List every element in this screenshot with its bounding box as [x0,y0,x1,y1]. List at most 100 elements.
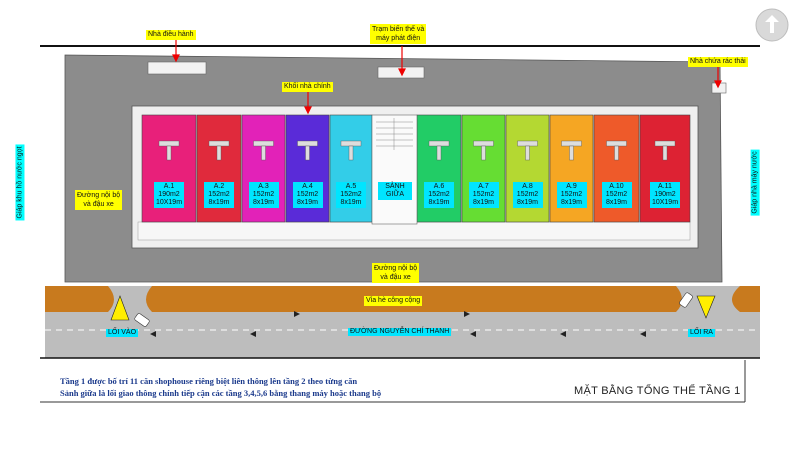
unit-column-shape [216,145,222,161]
unit-id: A.10 [609,183,624,190]
unit-stair-shape [340,140,362,147]
unit-area: 152m2 [208,191,230,198]
entrance-arrow-icon [110,295,130,321]
unit-column-shape [525,145,530,161]
unit-dim: 8x19m [340,199,362,206]
unit-dim: 8x19m [252,199,274,206]
internal-road-bottom-line2: và đậu xe [380,274,411,281]
unit-column-shape [436,145,442,161]
internal-road-left-line1: Đường nội bộ [77,192,121,199]
unit-stair-shape [606,140,627,147]
unit-stair-shape [297,140,318,147]
unit-id: A.9 [566,183,577,190]
unit-dim: 10X19m [155,199,183,206]
unit-area: 152m2 [605,191,628,198]
lobby-label: SẢNH GIỮA [378,182,412,200]
unit-dim: 8x19m [605,199,627,206]
unit-area: 152m2 [516,191,539,198]
unit-dim: 8x19m [428,199,450,206]
unit-id: A.8 [522,183,533,190]
unit-area: 152m2 [252,191,275,198]
entrance-label: LỐI VÀO [106,329,139,337]
unit-id: A.6 [433,183,445,190]
unit-dim: 8x19m [516,199,538,206]
car-icon [134,313,150,327]
unit-stair-shape [473,140,494,147]
internal-road-left-label: Đường nội bộ và đậu xe [75,190,123,210]
caption-line2: Sảnh giữa là lối giao thông chính tiếp c… [60,388,382,398]
main-block-label: Khối nhà chính [282,82,333,92]
unit-id: A.1 [163,183,175,190]
unit-column-shape [614,145,619,161]
car-icon [679,292,693,308]
unit-area: 152m2 [296,191,319,198]
unit-dim: 8x19m [296,199,318,206]
unit-column-shape [662,145,668,161]
unit-id: A.3 [258,183,269,190]
transformer-label-line1: Trạm biến thế và [372,26,425,33]
admin-building-shape [147,61,207,75]
transformer-label: Trạm biến thế và máy phát điện [370,24,427,44]
unit-area: 152m2 [472,191,495,198]
unit-id: A.2 [213,183,225,190]
unit-id: A.4 [302,183,313,190]
unit-dim: 10X19m [651,199,679,206]
lobby-stairs [376,118,413,150]
unit-area: 190m2 [654,191,676,198]
exit-label: LỐI RA [688,329,715,337]
admin-building-label: Nhà điều hành [146,30,196,40]
caption-line1: Tầng 1 được bố trí 11 căn shophouse riên… [60,376,358,386]
unit-stair-shape [253,140,274,147]
unit-area: 190m2 [158,191,180,198]
unit-column-shape [305,145,310,161]
internal-road-left-line2: và đậu xe [83,201,114,208]
unit-stair-shape [517,140,538,147]
unit-area: 152m2 [560,191,583,198]
internal-road-bottom-line1: Đường nội bộ [374,265,418,272]
exit-arrow-icon [696,295,716,319]
unit-stair-shape [208,140,230,147]
traffic-arrows [150,311,646,337]
unit-dim: 8x19m [208,199,230,206]
unit-id: A.5 [345,183,357,190]
street-label: ĐƯỜNG NGUYỄN CHÍ THANH [348,328,452,336]
waste-house-label: Nhà chứa rác thải [688,57,748,67]
unit-area: 152m2 [340,191,362,198]
left-side-label: Giáp khu hồ nước ngọt [15,144,25,221]
units-layer [141,114,691,223]
right-side-label: Giáp nhà máy nước [750,149,760,216]
unit-area: 152m2 [428,191,450,198]
unit-column-shape [261,145,266,161]
unit-column-shape [481,145,486,161]
unit-dim: 8x19m [560,199,582,206]
unit-dim: 8x19m [472,199,494,206]
sidewalk-label: Vỉa hè công cộng [364,296,423,306]
unit-id: A.7 [478,183,489,190]
unit-stair-shape [561,140,582,147]
lobby-label-line2: GIỮA [385,191,405,198]
page-title: MẶT BẰNG TỔNG THỂ TẦNG 1 [574,385,741,397]
unit-column-shape [166,145,172,161]
transformer-label-line2: máy phát điện [376,35,421,42]
unit-stair-shape [158,140,180,147]
unit-id: A.11 [658,183,672,190]
logo-icon [755,8,789,42]
lobby-label-line1: SẢNH [385,183,405,190]
internal-road-bottom-label: Đường nội bộ và đậu xe [372,263,420,283]
unit-column-shape [569,145,574,161]
pointer-arrows [172,40,722,115]
unit-column-shape [348,145,354,161]
unit-stair-shape [654,140,676,147]
unit-stair-shape [428,140,450,147]
lobby-shape [371,114,418,225]
